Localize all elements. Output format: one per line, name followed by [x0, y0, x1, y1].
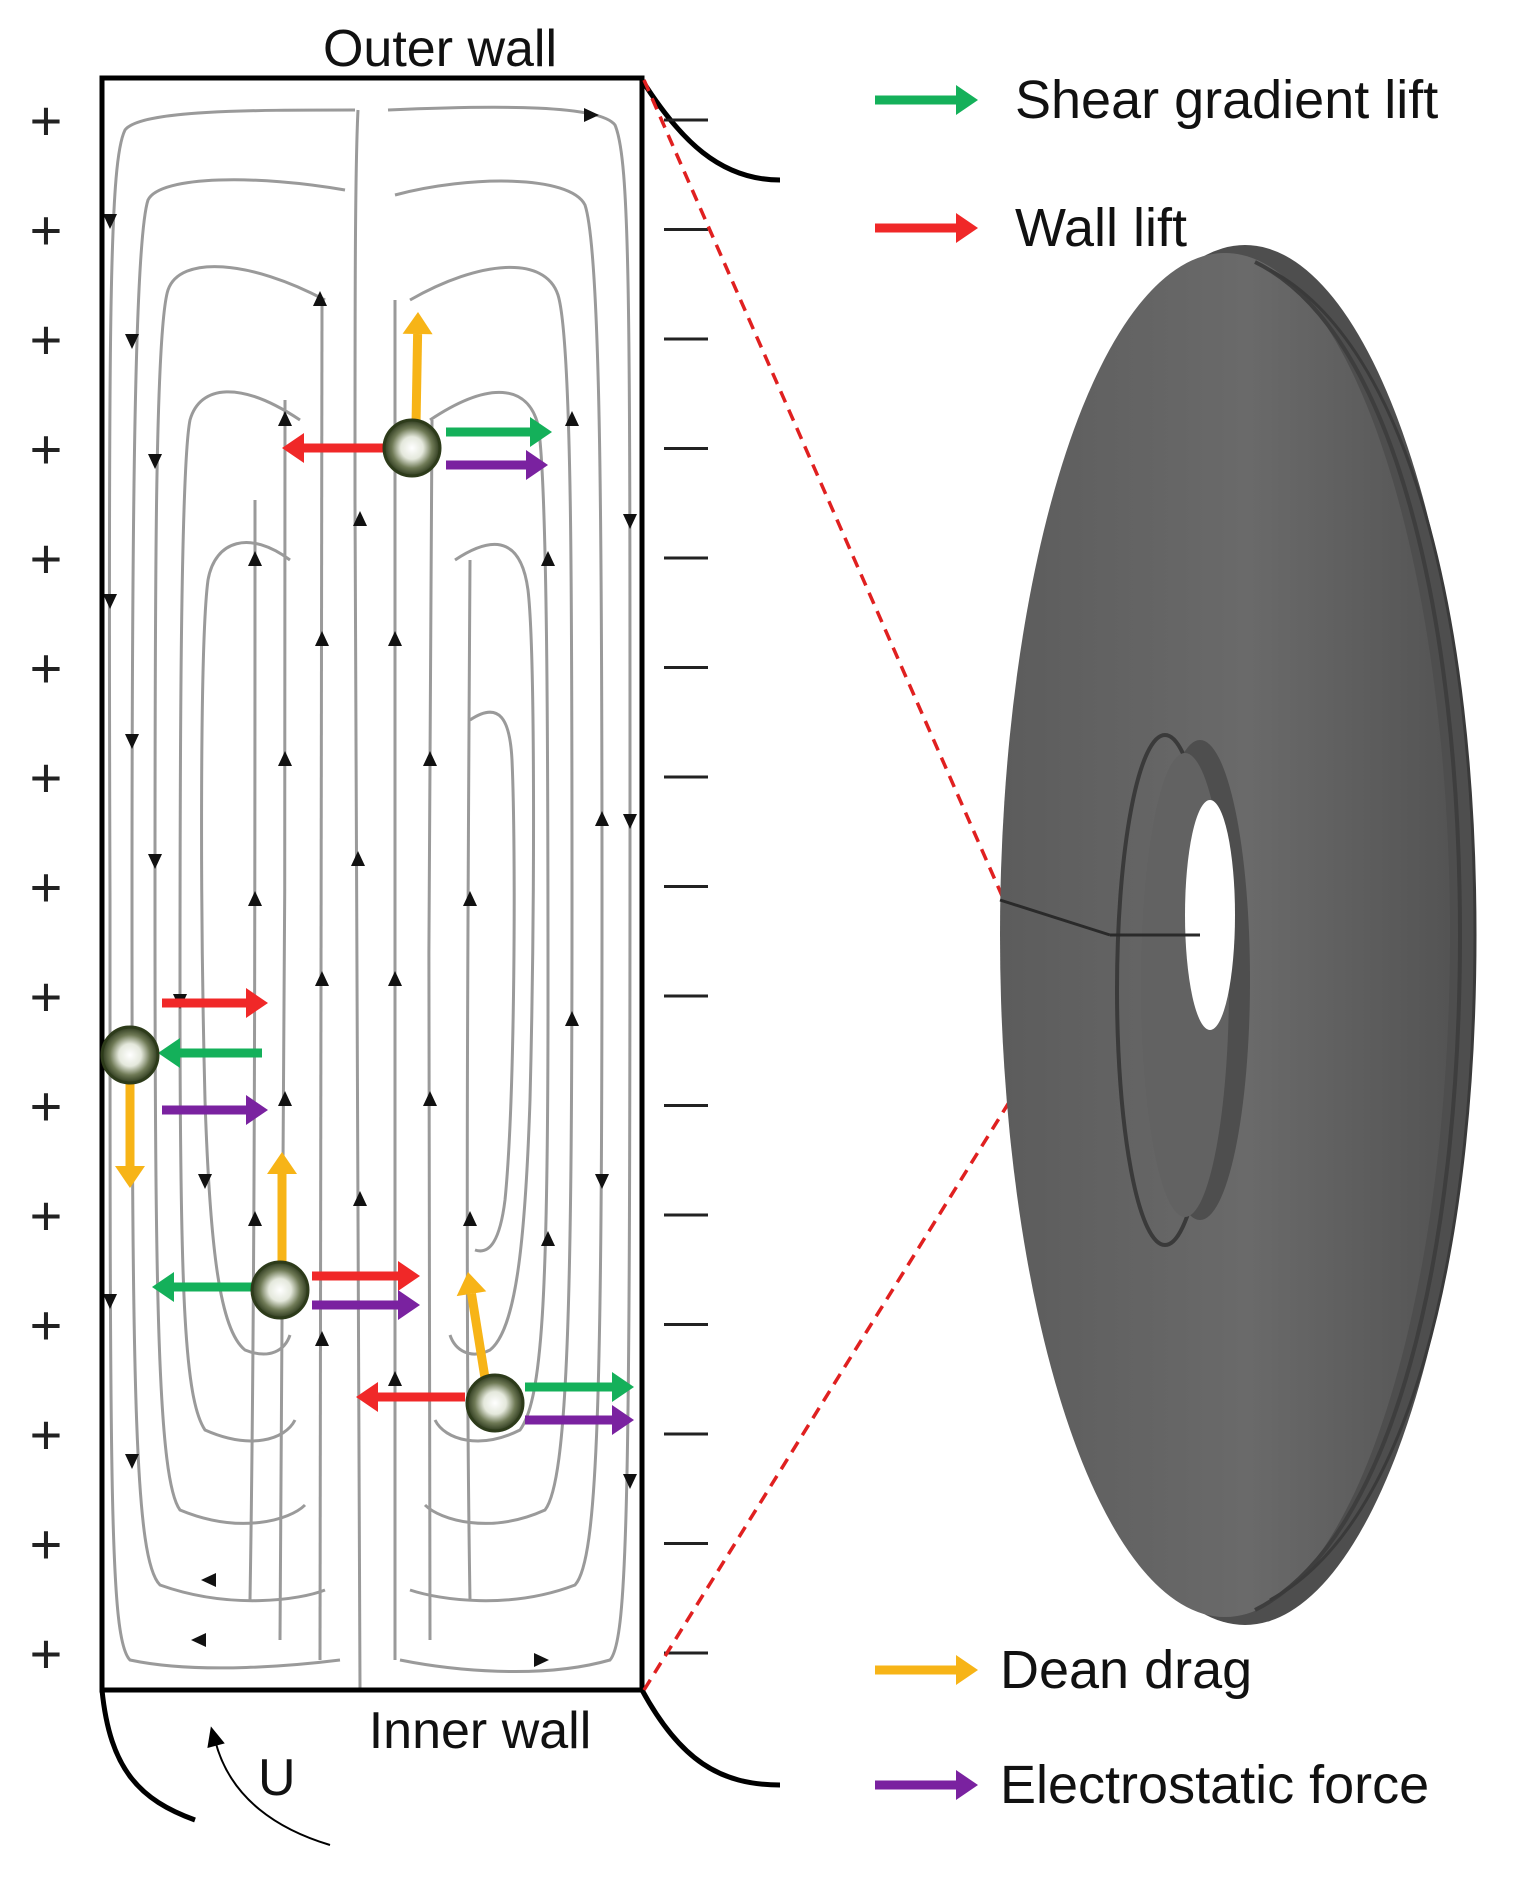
- plus-sign: +: [30, 1184, 63, 1247]
- plus-sign: +: [30, 1513, 63, 1576]
- particle: [250, 1260, 310, 1320]
- dean-arrow: [456, 1272, 490, 1379]
- wall-arrow: [162, 988, 268, 1018]
- dean-arrow: [402, 312, 433, 426]
- legend-wall-arrow: [875, 213, 978, 243]
- shear-arrow: [158, 1038, 262, 1068]
- legend-shear-arrow: [875, 85, 978, 115]
- legend-electro-label: Electrostatic force: [1000, 1755, 1429, 1815]
- positive-charge-column: + + + + + + + + + + + + + + +: [30, 89, 63, 1685]
- wall-arrow: [282, 433, 390, 463]
- inner-wall-curve-right: [639, 1688, 781, 1788]
- particle: [382, 418, 442, 478]
- plus-sign: +: [30, 308, 63, 371]
- zoom-line-top: [642, 79, 1005, 899]
- legend-wall-label: Wall lift: [1015, 198, 1187, 258]
- particle-group: [356, 1272, 634, 1435]
- dean-arrow: [115, 1082, 145, 1188]
- plus-sign: +: [30, 965, 63, 1028]
- electro-arrow: [446, 450, 548, 480]
- velocity-arrow: [214, 1739, 331, 1846]
- streamlines: [107, 105, 632, 1691]
- legend-electro-arrow: [875, 1770, 978, 1800]
- plus-sign: +: [30, 856, 63, 919]
- outer-wall-curve: [639, 78, 781, 183]
- plus-sign: +: [30, 1622, 63, 1685]
- legend-item-dean: Dean drag: [875, 1640, 1252, 1700]
- legend-dean-label: Dean drag: [1000, 1640, 1252, 1700]
- particle-group: [282, 312, 552, 480]
- legend-item-shear: Shear gradient lift: [875, 70, 1438, 130]
- plus-sign: +: [30, 527, 63, 590]
- legend-shear-label: Shear gradient lift: [1015, 70, 1438, 130]
- particle-group: [152, 1152, 420, 1320]
- electro-arrow: [525, 1405, 634, 1435]
- legend-item-electro: Electrostatic force: [875, 1755, 1429, 1815]
- plus-sign: +: [30, 637, 63, 700]
- particle-group: [100, 988, 268, 1188]
- shear-arrow: [446, 417, 552, 447]
- electro-arrow: [312, 1290, 420, 1320]
- negative-charge-column: [664, 118, 708, 1655]
- outer-wall-label: Outer wall: [323, 20, 557, 78]
- channel-cross-section: [99, 75, 645, 1693]
- wall-arrow: [312, 1261, 420, 1291]
- legend-dean-arrow: [875, 1655, 978, 1685]
- plus-sign: +: [30, 89, 63, 152]
- spiral-disk-illustration: [999, 245, 1477, 1625]
- wall-arrow: [356, 1382, 465, 1412]
- plus-sign: +: [30, 1294, 63, 1357]
- zoom-line-bottom: [642, 942, 1110, 1691]
- dean-arrow: [267, 1152, 297, 1265]
- particle: [465, 1373, 525, 1433]
- inner-wall-label: Inner wall: [369, 1702, 592, 1760]
- shear-arrow: [152, 1272, 255, 1302]
- plus-sign: +: [30, 746, 63, 809]
- velocity-arrowhead: [207, 1726, 225, 1749]
- shear-arrow: [525, 1372, 634, 1402]
- particles-and-forces: [100, 312, 634, 1435]
- plus-sign: +: [30, 1403, 63, 1466]
- velocity-label: U: [258, 1749, 296, 1807]
- legend-item-wall: Wall lift: [875, 198, 1187, 258]
- electro-arrow: [162, 1095, 268, 1125]
- plus-sign: +: [30, 199, 63, 262]
- plus-sign: +: [30, 418, 63, 481]
- streamline-arrowheads: [103, 108, 637, 1667]
- particle: [100, 1025, 160, 1085]
- plus-sign: +: [30, 1075, 63, 1138]
- inner-wall-curve-left: [99, 1689, 196, 1823]
